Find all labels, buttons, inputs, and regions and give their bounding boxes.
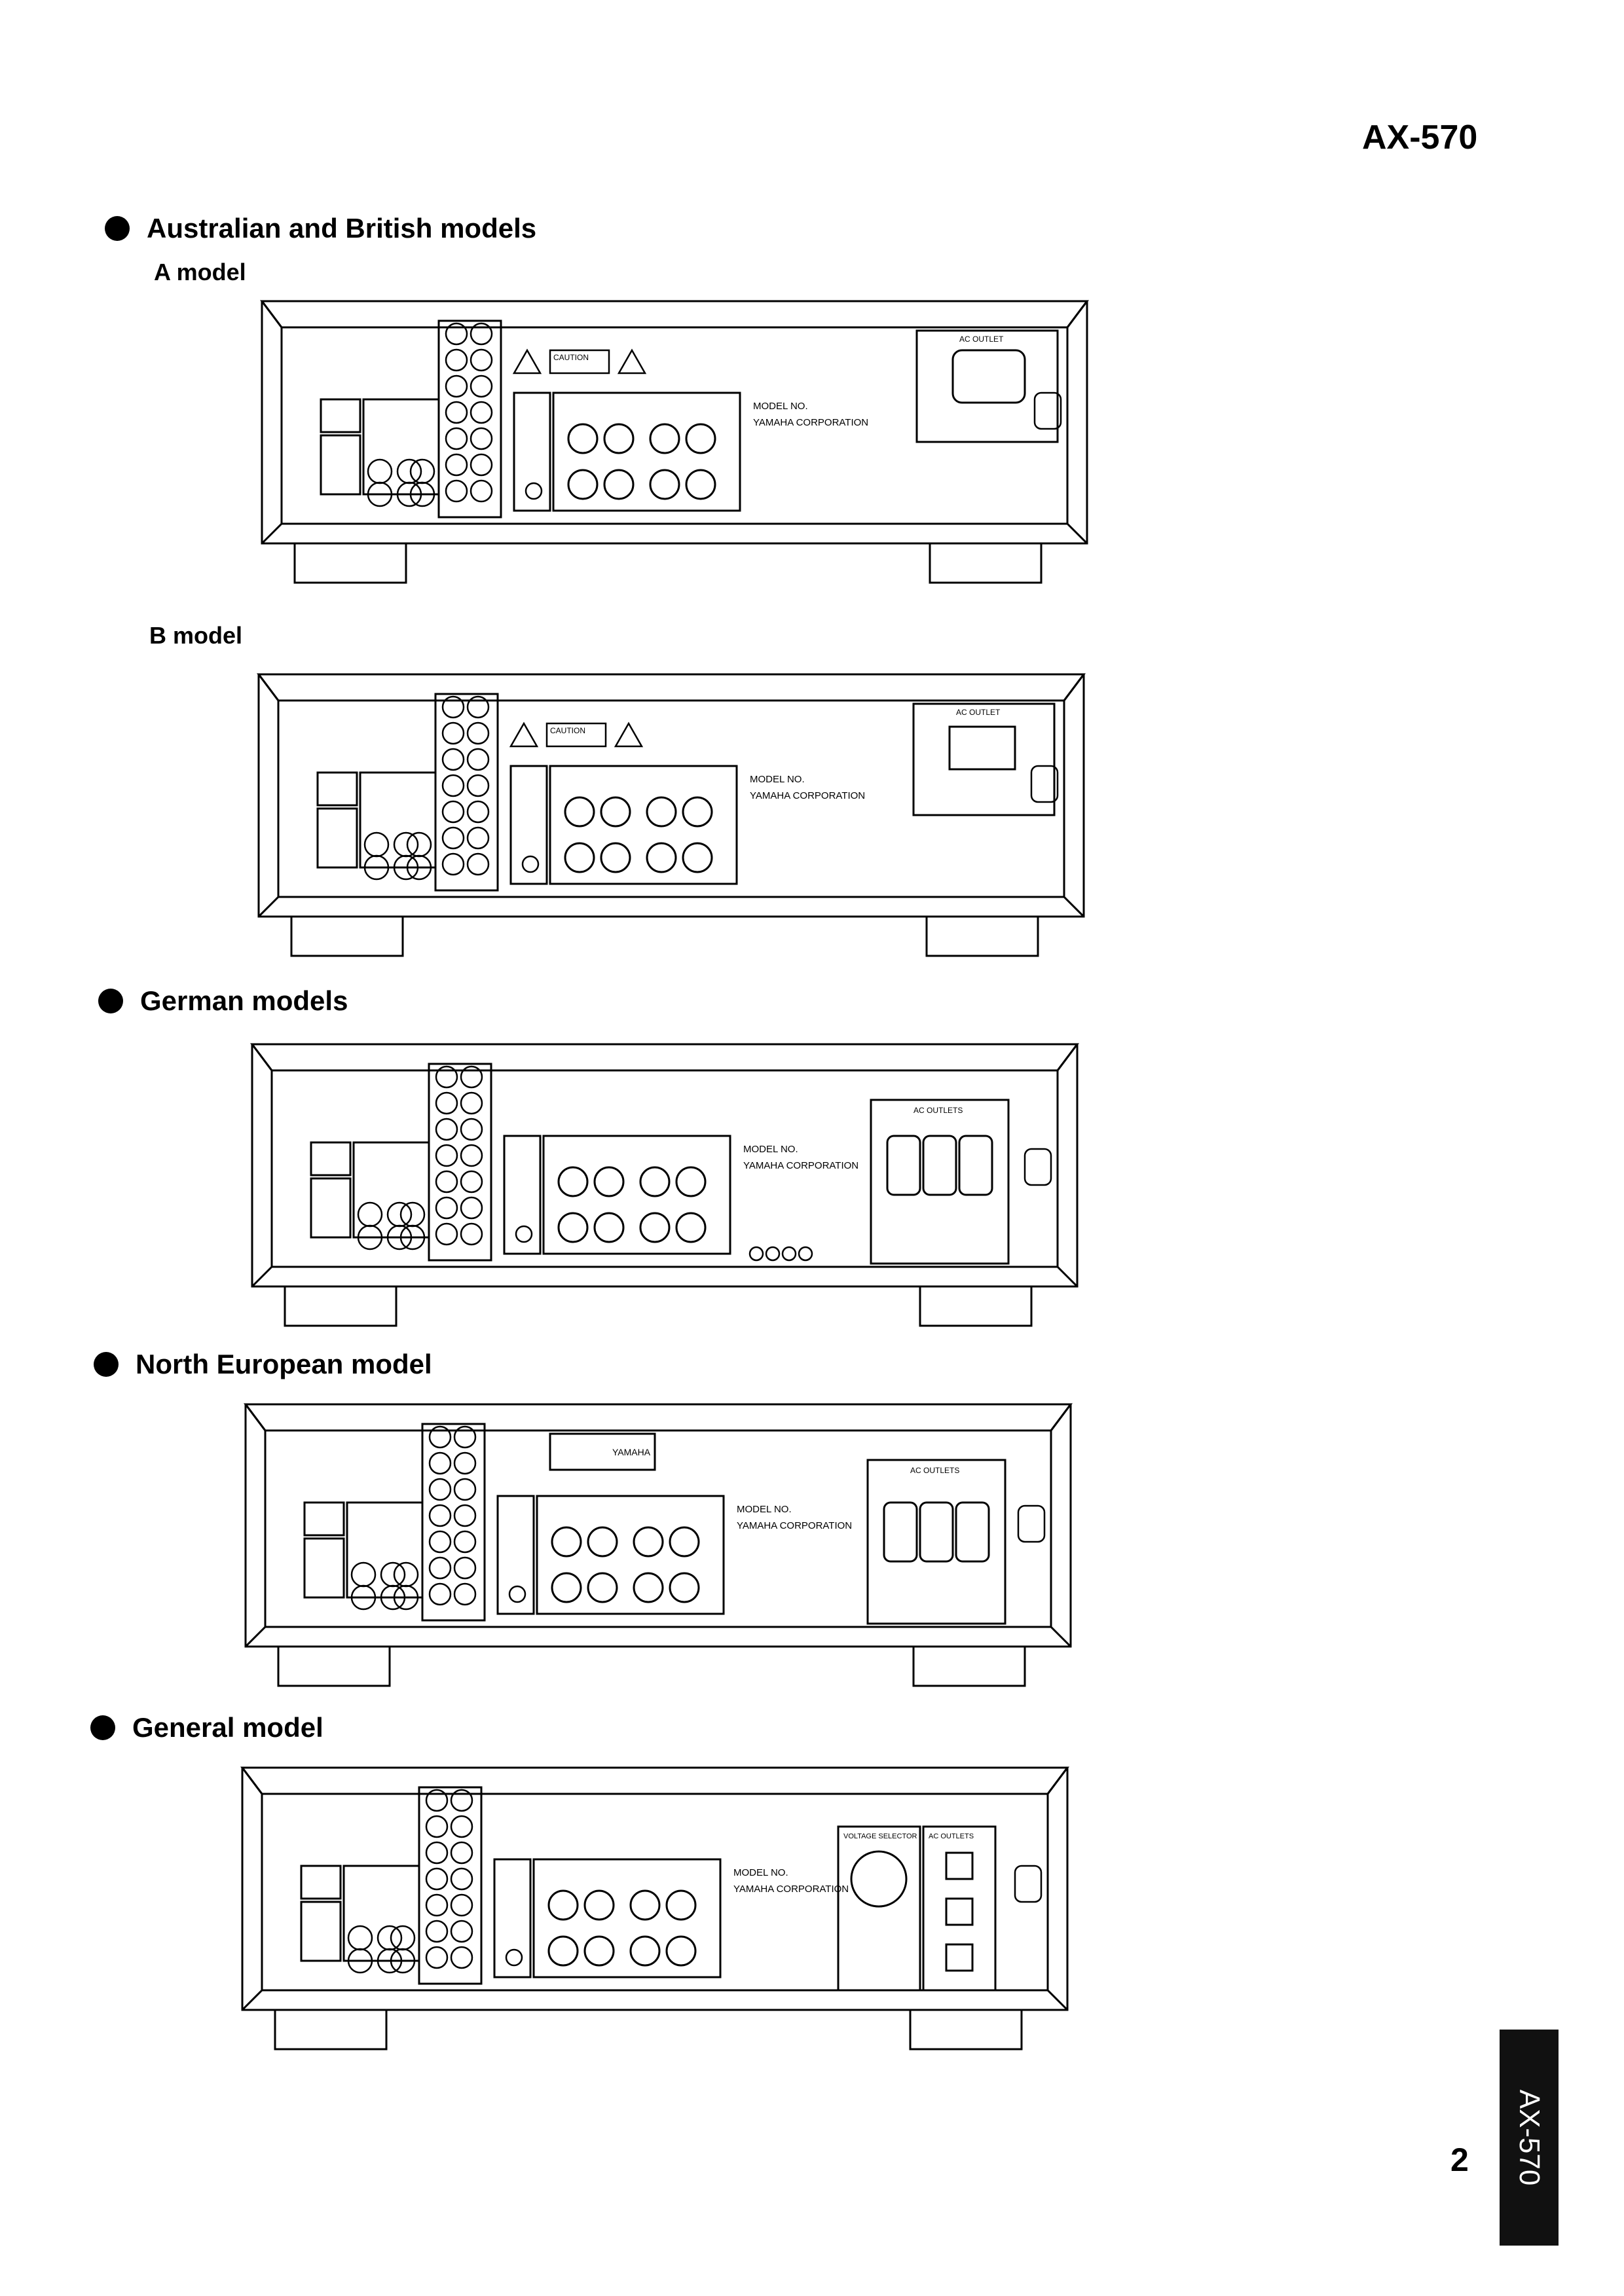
caution-label: CAUTION xyxy=(553,353,589,362)
page-number: 2 xyxy=(1450,2141,1469,2178)
bullet-icon xyxy=(94,1352,119,1377)
ac-outlet-label: AC OUTLET xyxy=(956,708,1001,717)
rear-panel-diagram-b-model: CAUTION MODEL NO. YAMAHA CORPORATION AC … xyxy=(257,673,1086,957)
rear-panel-diagram-a-model: CAUTION MODEL NO. YAMAHA CORPORATION AC … xyxy=(260,300,1089,584)
rating-label-line1: MODEL NO. xyxy=(737,1504,792,1515)
rating-label-line1: MODEL NO. xyxy=(753,401,808,412)
rating-label-line2: YAMAHA CORPORATION xyxy=(750,790,865,801)
sub-heading-a-model: A model xyxy=(154,259,246,285)
page-model-title: AX-570 xyxy=(1362,118,1478,156)
rear-panel-diagram-general: MODEL NO. YAMAHA CORPORATION VOLTAGE SEL… xyxy=(240,1766,1069,2050)
section-heading-text: German models xyxy=(140,985,348,1016)
side-tab: AX-570 xyxy=(1500,2030,1559,2246)
bullet-icon xyxy=(98,989,123,1013)
rating-label-line2: YAMAHA CORPORATION xyxy=(737,1520,852,1531)
sub-heading-b-model: B model xyxy=(149,622,243,649)
section-heading-german: German models xyxy=(98,985,348,1017)
section-heading-australian-british: Australian and British models xyxy=(105,213,536,244)
rating-label-line2: YAMAHA CORPORATION xyxy=(753,417,868,428)
ac-outlets-label: AC OUTLETS xyxy=(913,1106,963,1115)
voltage-selector-label: VOLTAGE SELECTOR xyxy=(843,1832,917,1840)
rating-label-line2: YAMAHA CORPORATION xyxy=(733,1884,849,1895)
rear-panel-diagram-german: MODEL NO. YAMAHA CORPORATION AC OUTLETS xyxy=(250,1043,1079,1327)
rating-label-line1: MODEL NO. xyxy=(733,1867,788,1878)
ac-outlet-label: AC OUTLET xyxy=(959,335,1004,344)
ac-outlets-label: AC OUTLETS xyxy=(910,1466,959,1475)
section-heading-text: North European model xyxy=(136,1349,432,1379)
rating-label-line2: YAMAHA CORPORATION xyxy=(743,1160,858,1171)
bullet-icon xyxy=(90,1715,115,1740)
section-heading-general: General model xyxy=(90,1712,323,1743)
section-heading-text: Australian and British models xyxy=(147,213,537,244)
rating-label-line1: MODEL NO. xyxy=(743,1144,798,1155)
av-jacks xyxy=(445,322,493,503)
rear-panel-diagram-north-european: YAMAHA MODEL NO. YAMAHA CORPORATION AC O… xyxy=(244,1403,1073,1687)
bullet-icon xyxy=(105,216,130,241)
section-heading-north-european: North European model xyxy=(94,1349,432,1380)
speaker-terminals xyxy=(567,423,716,500)
rating-label-line1: MODEL NO. xyxy=(750,774,805,785)
side-tab-label: AX-570 xyxy=(1513,2089,1545,2186)
yamaha-badge: YAMAHA xyxy=(612,1447,651,1457)
ac-outlets-label: AC OUTLETS xyxy=(929,1832,974,1840)
section-heading-text: General model xyxy=(132,1712,323,1743)
caution-label: CAUTION xyxy=(550,726,585,735)
